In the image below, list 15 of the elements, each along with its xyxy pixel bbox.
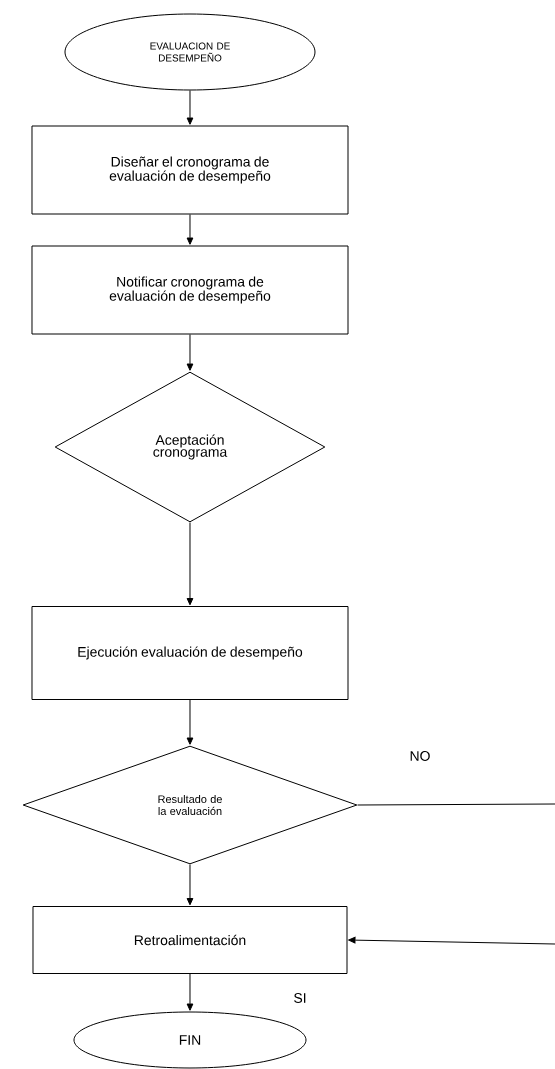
branch-label: SI	[294, 993, 306, 1003]
process-box: Notificar cronograma de evaluación de desempeño	[31, 245, 349, 335]
arrow	[186, 522, 194, 606]
edge-label: NO	[408, 750, 432, 762]
arrow	[186, 864, 194, 906]
arrow	[348, 936, 555, 945]
arrow	[186, 90, 194, 125]
arrow	[186, 214, 194, 245]
process-box: Ejecución evaluación de desempeño	[31, 606, 349, 700]
process-box: Retroalimentación	[32, 906, 348, 974]
connector-line	[357, 803, 555, 806]
arrow	[186, 334, 194, 371]
arrow	[186, 699, 194, 745]
arrow	[186, 973, 194, 1011]
process-box: Diseñar el cronograma de evaluación de desempeño	[31, 125, 349, 215]
